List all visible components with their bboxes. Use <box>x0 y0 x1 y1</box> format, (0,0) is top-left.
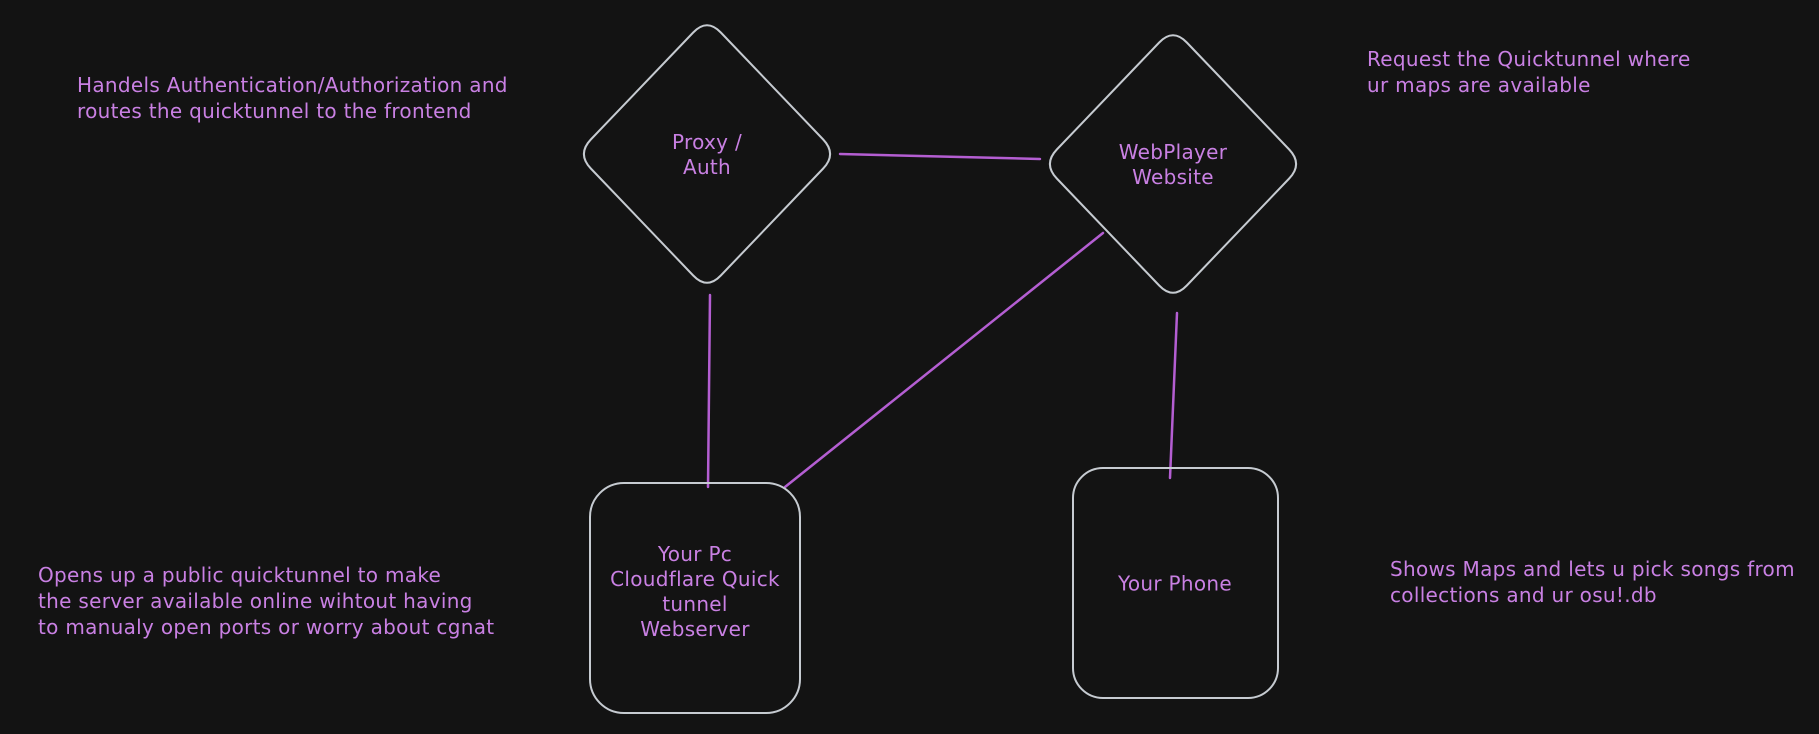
annotation-phone[interactable]: Shows Maps and lets u pick songs from co… <box>1390 557 1795 607</box>
annotation-proxy-auth[interactable]: Handels Authentication/Authorization and… <box>77 73 508 123</box>
connector-webplayer-phone[interactable] <box>1168 311 1179 480</box>
connector-webplayer-pcserver[interactable] <box>783 231 1105 489</box>
webplayer-label[interactable]: WebPlayer Website <box>1118 140 1228 189</box>
pc-webserver-label[interactable]: Your Pc Cloudflare Quick tunnel Webserve… <box>610 542 780 641</box>
connector-proxy-webplayer[interactable] <box>838 152 1042 161</box>
annotation-pc-webserver[interactable]: Opens up a public quicktunnel to make th… <box>38 563 495 639</box>
phone-label[interactable]: Your Phone <box>1117 571 1233 596</box>
pc-webserver-box[interactable] <box>589 482 801 714</box>
connector-proxy-pcserver[interactable] <box>706 293 712 489</box>
proxy-auth-diamond[interactable] <box>582 24 832 284</box>
proxy-auth-label[interactable]: Proxy / Auth <box>672 130 742 179</box>
webplayer-diamond[interactable] <box>1048 34 1298 294</box>
phone-box[interactable] <box>1072 467 1279 699</box>
annotation-webplayer[interactable]: Request the Quicktunnel where ur maps ar… <box>1367 47 1691 97</box>
